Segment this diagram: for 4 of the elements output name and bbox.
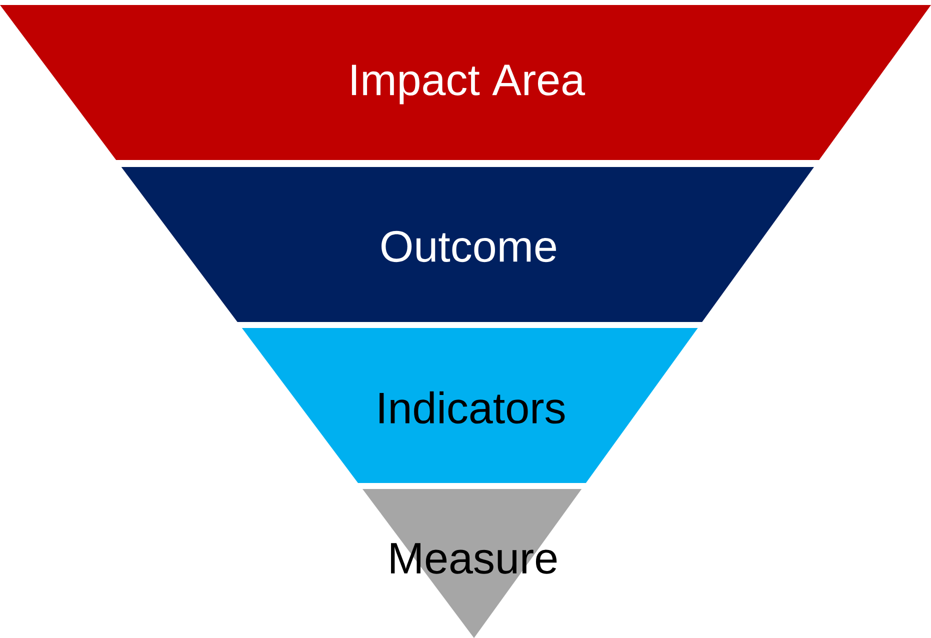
- funnel-band: Impact Area: [0, 5, 931, 160]
- funnel-band: Measure: [362, 489, 582, 638]
- funnel-band: Outcome: [121, 167, 814, 322]
- funnel-band: Indicators: [242, 328, 698, 483]
